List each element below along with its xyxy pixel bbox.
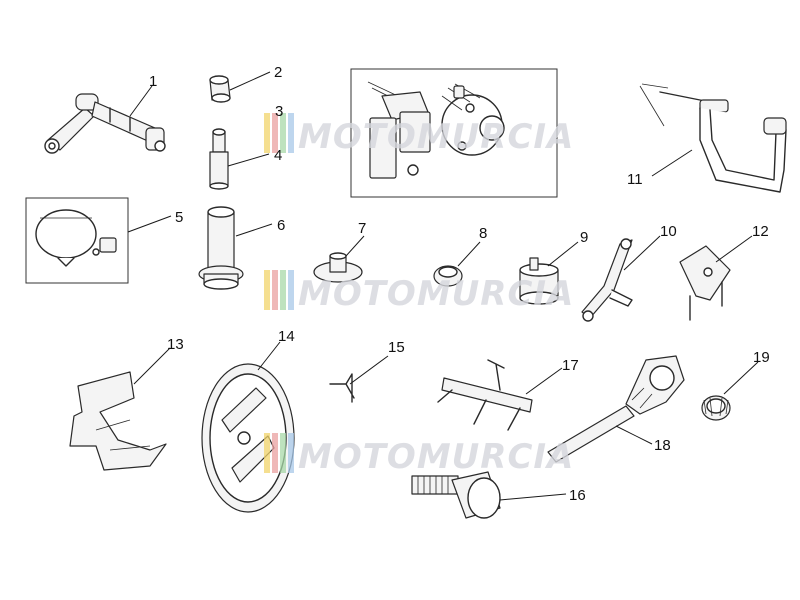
label-part-2: 2 bbox=[274, 64, 282, 81]
part-9-drawing bbox=[519, 257, 559, 305]
leader-16 bbox=[499, 493, 567, 501]
watermark-bar-yellow bbox=[264, 113, 270, 153]
watermark-text: MOTOMURCIA bbox=[298, 437, 574, 477]
label-part-17: 17 bbox=[562, 357, 579, 374]
watermark-bar-red bbox=[272, 270, 278, 310]
watermark-middle: MOTOMURCIA bbox=[264, 270, 574, 314]
label-part-14: 14 bbox=[278, 328, 295, 345]
watermark-bar-blue bbox=[288, 270, 294, 310]
watermark-bar-yellow bbox=[264, 270, 270, 310]
leader-8 bbox=[457, 241, 481, 267]
leader-10 bbox=[623, 235, 661, 271]
leader-17 bbox=[525, 367, 563, 395]
label-part-9: 9 bbox=[580, 229, 588, 246]
label-part-5: 5 bbox=[175, 209, 183, 226]
watermark-bottom: MOTOMURCIA bbox=[264, 433, 574, 477]
part-8-drawing bbox=[433, 265, 463, 287]
watermark-bar-green bbox=[280, 113, 286, 153]
leader-6 bbox=[235, 223, 273, 237]
watermark-bar-red bbox=[272, 113, 278, 153]
label-part-13: 13 bbox=[167, 336, 184, 353]
part-number-labels: 1 2 3 4 5 6 7 8 9 10 11 12 13 14 15 16 1… bbox=[149, 64, 770, 504]
label-part-8: 8 bbox=[479, 225, 487, 242]
watermark-bar-red bbox=[272, 433, 278, 473]
label-part-19: 19 bbox=[753, 349, 770, 366]
part-12-drawing bbox=[679, 245, 731, 321]
box-kit-3 bbox=[350, 68, 558, 198]
part-19-drawing bbox=[701, 395, 731, 421]
part-15-drawing bbox=[329, 373, 355, 403]
leader-15 bbox=[349, 355, 389, 385]
leader-lines bbox=[127, 71, 759, 501]
label-part-16: 16 bbox=[569, 487, 586, 504]
part-11-drawing bbox=[639, 83, 787, 193]
leader-2 bbox=[229, 71, 271, 91]
watermark-top: MOTOMURCIA bbox=[264, 113, 574, 157]
leader-9 bbox=[547, 241, 579, 267]
label-part-6: 6 bbox=[277, 217, 285, 234]
part-6-drawing bbox=[198, 206, 244, 290]
watermark-bar-blue bbox=[288, 113, 294, 153]
label-part-12: 12 bbox=[752, 223, 769, 240]
watermark-bar-green bbox=[280, 433, 286, 473]
label-part-4: 4 bbox=[274, 147, 282, 164]
part-3-drawing bbox=[367, 81, 505, 179]
watermark-bar-blue bbox=[288, 433, 294, 473]
label-part-15: 15 bbox=[388, 339, 405, 356]
leader-4 bbox=[227, 153, 270, 167]
label-part-10: 10 bbox=[660, 223, 677, 240]
leader-14 bbox=[257, 341, 281, 371]
part-2-drawing bbox=[209, 75, 231, 103]
leader-1 bbox=[129, 85, 153, 117]
leader-18 bbox=[615, 425, 653, 445]
watermark-bar-green bbox=[280, 270, 286, 310]
watermark-text: MOTOMURCIA bbox=[298, 274, 574, 314]
part-17-drawing bbox=[437, 359, 533, 431]
part-18-drawing bbox=[547, 355, 685, 463]
watermark-text: MOTOMURCIA bbox=[298, 117, 574, 157]
leader-19 bbox=[723, 361, 759, 395]
label-part-1: 1 bbox=[149, 73, 157, 90]
leader-12 bbox=[715, 235, 753, 263]
part-10-drawing bbox=[581, 238, 633, 322]
part-13-drawing bbox=[69, 371, 167, 471]
label-part-11: 11 bbox=[627, 171, 643, 188]
label-part-18: 18 bbox=[654, 437, 671, 454]
part-16-drawing bbox=[411, 471, 501, 519]
part-5-drawing bbox=[35, 209, 117, 267]
part-7-drawing bbox=[313, 252, 363, 283]
leader-5 bbox=[127, 215, 172, 233]
leader-13 bbox=[133, 347, 171, 385]
leader-7 bbox=[345, 235, 365, 257]
label-part-7: 7 bbox=[358, 220, 366, 237]
watermark-bar-yellow bbox=[264, 433, 270, 473]
part-4-drawing bbox=[209, 128, 229, 190]
leader-11 bbox=[651, 149, 693, 177]
label-part-3: 3 bbox=[275, 103, 283, 120]
part-1-drawing bbox=[44, 93, 166, 154]
box-kit-5 bbox=[25, 197, 129, 284]
